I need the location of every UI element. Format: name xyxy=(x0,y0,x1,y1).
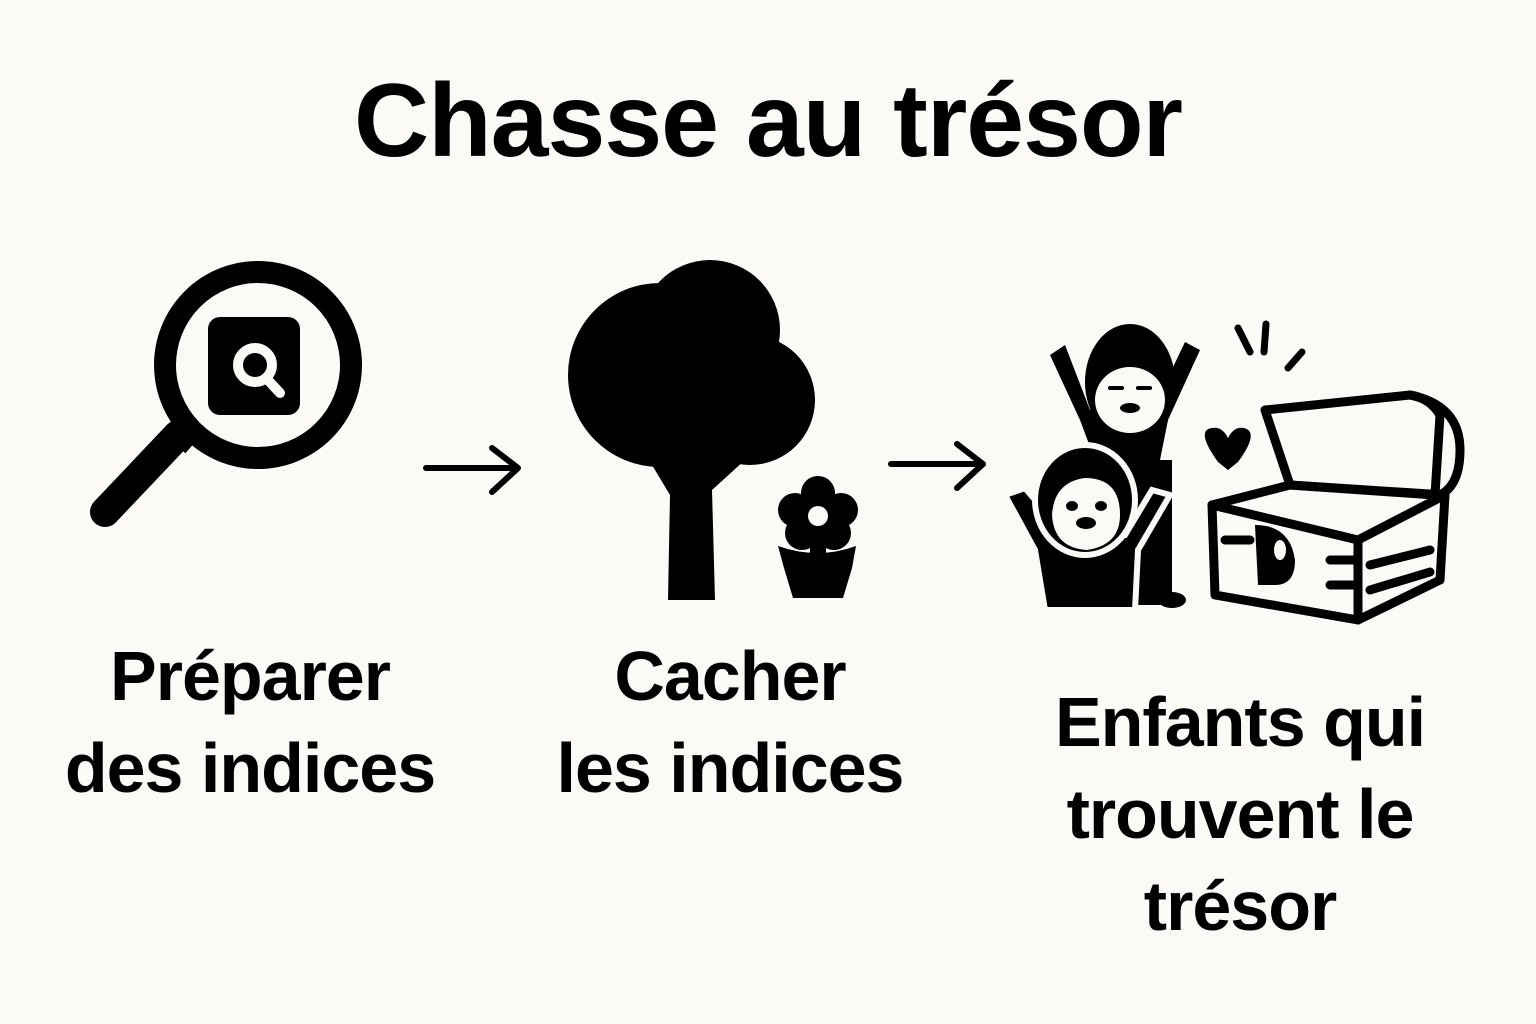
label-line: trésor xyxy=(1143,867,1337,945)
step-2-label: Cacher les indices xyxy=(520,630,940,814)
label-line: Cacher xyxy=(614,637,846,715)
label-line: Préparer xyxy=(110,637,391,715)
label-line: les indices xyxy=(556,729,905,807)
label-line: trouvent le xyxy=(1066,775,1415,853)
page-title: Chasse au trésor xyxy=(354,63,1183,179)
label-line: Enfants qui xyxy=(1054,683,1426,761)
arrow-right-icon xyxy=(423,445,521,495)
magnifier-search-icon xyxy=(90,261,362,527)
step-1-label: Préparer des indices xyxy=(40,630,460,814)
children-treasure-chest-icon xyxy=(1000,320,1465,625)
arrow-right-icon xyxy=(888,441,986,491)
step-3-label: Enfants qui trouvent le trésor xyxy=(1020,676,1460,952)
tree-flower-pot-icon xyxy=(568,260,858,600)
label-line: des indices xyxy=(64,729,436,807)
